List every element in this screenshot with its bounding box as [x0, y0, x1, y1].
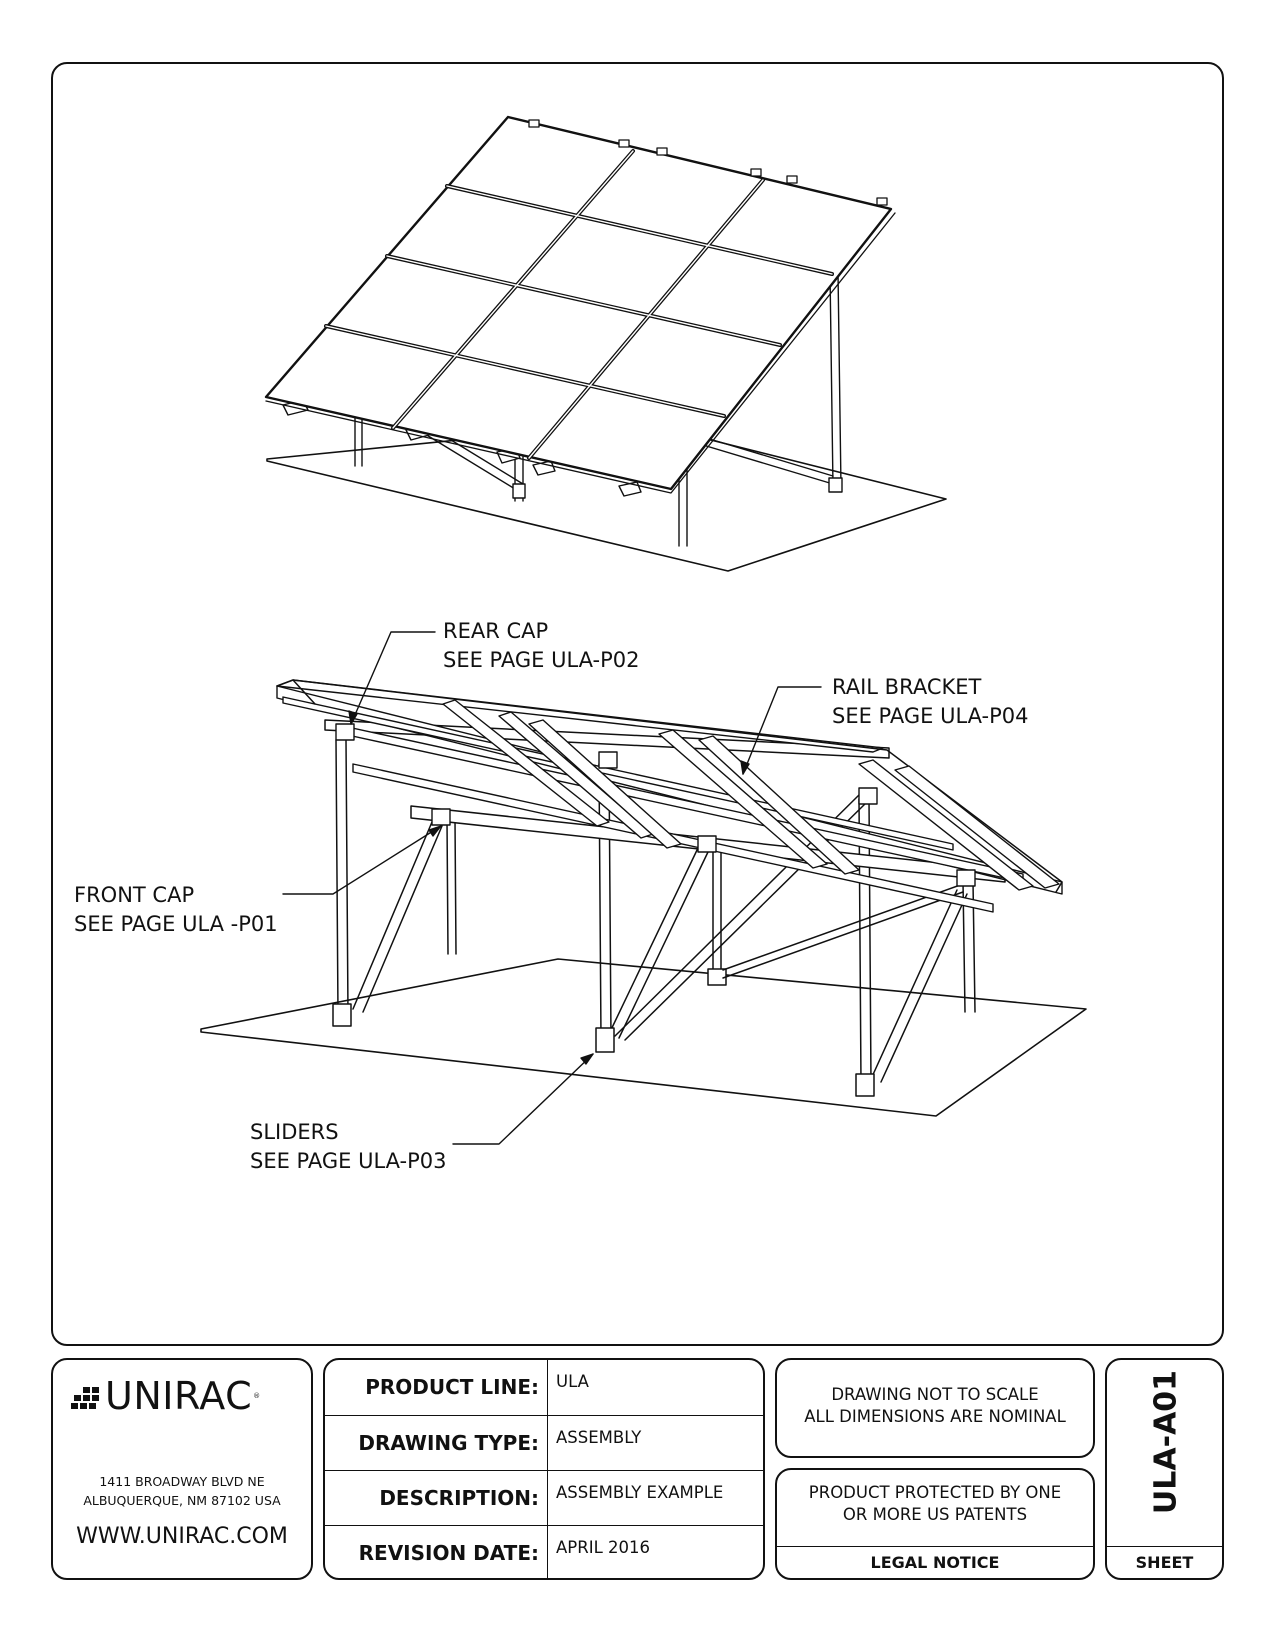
drawing-type-label: DRAWING TYPE: — [358, 1431, 539, 1455]
rear-cap-leader — [350, 631, 436, 725]
braces — [352, 793, 968, 1083]
company-logo: UNIRAC ® — [71, 1374, 260, 1418]
rear-cap-callout: REAR CAP SEE PAGE ULA-P02 — [443, 617, 640, 675]
company-address: 1411 BROADWAY BLVD NE ALBUQUERQUE, NM 87… — [53, 1472, 311, 1510]
frame-structure-view — [200, 679, 1087, 1117]
revision-date-row: REVISION DATE: APRIL 2016 — [325, 1525, 763, 1578]
front-legs — [332, 739, 875, 1097]
description-value: ASSEMBLY EXAMPLE — [547, 1471, 723, 1526]
rail-frame — [276, 679, 1063, 893]
sheet-id: ULA-A01 — [1148, 1369, 1184, 1515]
product-line-row: PRODUCT LINE: ULA — [325, 1360, 763, 1415]
patent-note: PRODUCT PROTECTED BY ONE OR MORE US PATE… — [777, 1482, 1093, 1526]
product-line-label: PRODUCT LINE: — [365, 1375, 539, 1399]
product-info-block: PRODUCT LINE: ULA DRAWING TYPE: ASSEMBLY… — [323, 1358, 765, 1580]
front-cap-reference: SEE PAGE ULA -P01 — [74, 912, 278, 936]
drawing-area: REAR CAP SEE PAGE ULA-P02 RAIL BRACKET S… — [51, 62, 1224, 1346]
address-line-2: ALBUQUERQUE, NM 87102 USA — [83, 1493, 281, 1508]
drawing-type-value: ASSEMBLY — [547, 1416, 641, 1471]
sliders-reference: SEE PAGE ULA-P03 — [250, 1149, 447, 1173]
leader-lines — [282, 631, 822, 1145]
rear-cap-label: REAR CAP — [443, 619, 549, 643]
rear-cap-reference: SEE PAGE ULA-P02 — [443, 648, 640, 672]
panel-grid-inner — [325, 150, 833, 459]
rail-bracket-leader — [742, 686, 822, 775]
revision-date-label: REVISION DATE: — [358, 1541, 539, 1565]
address-line-1: 1411 BROADWAY BLVD NE — [99, 1474, 265, 1489]
scale-note-block: DRAWING NOT TO SCALE ALL DIMENSIONS ARE … — [775, 1358, 1095, 1458]
sheet-block: ULA-A01 SHEET — [1105, 1358, 1224, 1580]
panel-array — [264, 115, 893, 491]
patent-note-line-2: OR MORE US PATENTS — [842, 1505, 1028, 1524]
mounted-array-view — [264, 115, 947, 572]
top-clamps — [528, 119, 888, 206]
trademark-mark: ® — [253, 1392, 261, 1400]
description-label: DESCRIPTION: — [379, 1486, 539, 1510]
front-cap-leader — [282, 825, 442, 895]
product-line-value: ULA — [547, 1360, 589, 1415]
rail-bracket-reference: SEE PAGE ULA-P04 — [832, 704, 1029, 728]
drawing-type-row: DRAWING TYPE: ASSEMBLY — [325, 1415, 763, 1471]
legal-notice-label: LEGAL NOTICE — [777, 1546, 1093, 1578]
patent-note-line-1: PRODUCT PROTECTED BY ONE — [808, 1483, 1062, 1502]
ground-pad-bottom — [200, 958, 1087, 1117]
description-row: DESCRIPTION: ASSEMBLY EXAMPLE — [325, 1470, 763, 1526]
sheet-label: SHEET — [1107, 1546, 1222, 1578]
sliders-leader — [452, 1053, 594, 1145]
company-name: UNIRAC — [105, 1374, 253, 1418]
rail-bracket-label: RAIL BRACKET — [832, 675, 982, 699]
purlins — [442, 699, 1060, 891]
front-cap-callout: FRONT CAP SEE PAGE ULA -P01 — [74, 881, 278, 939]
sliders-callout: SLIDERS SEE PAGE ULA-P03 — [250, 1118, 447, 1176]
caps — [335, 723, 976, 887]
company-website[interactable]: WWW.UNIRAC.COM — [76, 1524, 288, 1549]
panel-frame-offset — [265, 212, 896, 494]
unirac-mark-icon — [71, 1387, 99, 1409]
legal-notice-block: PRODUCT PROTECTED BY ONE OR MORE US PATE… — [775, 1468, 1095, 1580]
company-block: UNIRAC ® 1411 BROADWAY BLVD NE ALBUQUERQ… — [51, 1358, 313, 1580]
assembly-drawing — [200, 115, 1087, 1145]
scale-note: DRAWING NOT TO SCALE ALL DIMENSIONS ARE … — [777, 1384, 1093, 1428]
scale-note-line-2: ALL DIMENSIONS ARE NOMINAL — [804, 1407, 1066, 1426]
rail-bracket-callout: RAIL BRACKET SEE PAGE ULA-P04 — [832, 673, 1029, 731]
revision-date-value: APRIL 2016 — [547, 1526, 650, 1578]
front-cap-label: FRONT CAP — [74, 883, 195, 907]
sliders-label: SLIDERS — [250, 1120, 339, 1144]
scale-note-line-1: DRAWING NOT TO SCALE — [831, 1385, 1039, 1404]
